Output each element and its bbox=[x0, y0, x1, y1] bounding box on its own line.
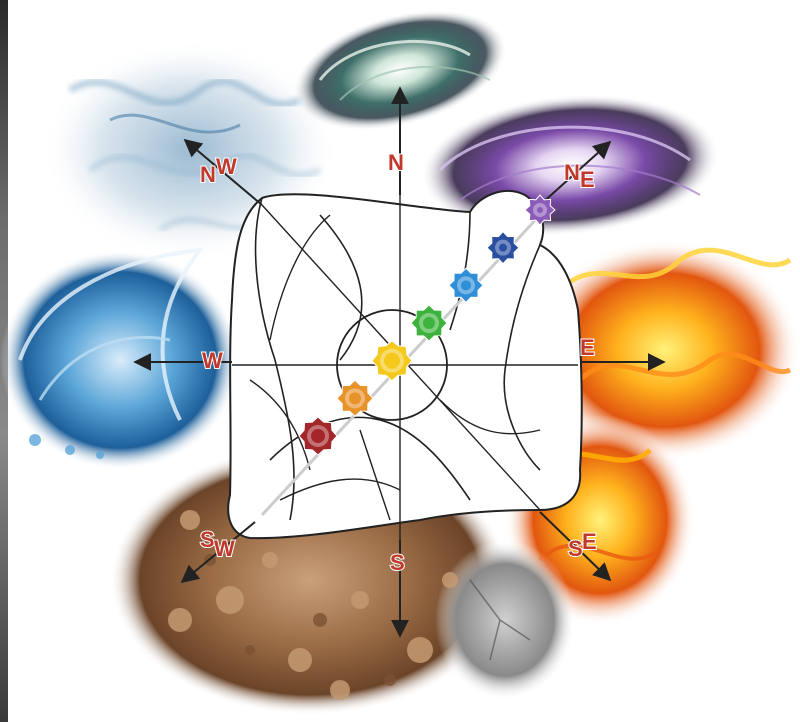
chakra-crown bbox=[525, 195, 555, 225]
chakra-throat bbox=[449, 268, 483, 302]
chakra-solar-plexus bbox=[372, 341, 412, 381]
label-northeast-second: E bbox=[580, 167, 595, 192]
chakra-heart bbox=[411, 305, 447, 341]
chakra-symbol bbox=[423, 317, 435, 329]
label-south: S bbox=[390, 550, 405, 575]
chakra-symbol bbox=[499, 244, 507, 252]
label-southeast-first: S bbox=[568, 536, 583, 561]
label-northwest-first: N bbox=[200, 162, 216, 187]
chakra-symbol bbox=[461, 280, 471, 290]
chakra-symbol bbox=[537, 207, 543, 213]
label-west: W bbox=[202, 348, 223, 373]
chakra-root bbox=[299, 417, 337, 455]
label-east: E bbox=[580, 335, 595, 360]
label-north: N bbox=[388, 150, 404, 175]
chakra-third-eye bbox=[487, 232, 519, 264]
label-southwest-second: W bbox=[214, 536, 235, 561]
chakra-sacral bbox=[337, 380, 373, 416]
chakra-symbol bbox=[311, 429, 325, 443]
label-northwest-second: W bbox=[216, 154, 237, 179]
label-southwest-first: S bbox=[200, 527, 215, 552]
label-southeast-second: E bbox=[582, 529, 597, 554]
chakra-symbol bbox=[349, 392, 361, 404]
label-northeast-first: N bbox=[564, 160, 580, 185]
chakra-symbol bbox=[384, 353, 400, 369]
